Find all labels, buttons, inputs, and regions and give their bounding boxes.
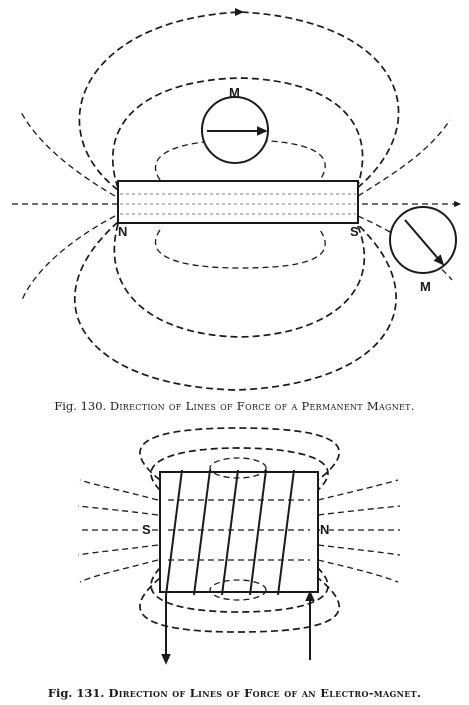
field-line-far-left-bottom bbox=[21, 215, 116, 301]
em-field-top-outer bbox=[139, 427, 341, 481]
figure-caption-130: Fig. 130. Direction of Lines of Force of… bbox=[0, 399, 469, 413]
figure-number: Fig. 130. bbox=[54, 399, 107, 413]
em-field-bottom-outer bbox=[139, 577, 341, 633]
figure-title: Direction of Lines of Force of an Electr… bbox=[108, 686, 422, 700]
compass-top-label: M bbox=[229, 85, 240, 100]
permanent-magnet-figure bbox=[12, 7, 462, 391]
em-field-left-2 bbox=[77, 505, 159, 516]
em-field-top-inner bbox=[209, 457, 267, 479]
em-field-left-5 bbox=[79, 559, 159, 583]
em-field-top-mid bbox=[150, 447, 329, 491]
pole-label-left: N bbox=[118, 224, 128, 239]
em-pole-label-right: N bbox=[320, 522, 330, 537]
em-field-right-4 bbox=[317, 544, 401, 556]
winding-turn bbox=[221, 469, 239, 596]
compass-right-needle bbox=[404, 219, 445, 266]
permanent-magnet-bar bbox=[117, 180, 359, 224]
em-pole-label-left: S bbox=[142, 522, 151, 537]
em-field-bottom-inner bbox=[209, 579, 267, 601]
winding-turn bbox=[193, 469, 211, 596]
compass-right-label: M bbox=[420, 279, 431, 294]
winding-turn bbox=[249, 469, 267, 596]
em-field-left-1 bbox=[79, 479, 159, 501]
winding-turn bbox=[165, 469, 183, 596]
field-line-mid-top bbox=[112, 77, 364, 189]
field-line-mid-bottom bbox=[113, 223, 366, 338]
field-line-inner-top bbox=[154, 139, 326, 181]
figure-title: Direction of Lines of Force of a Permane… bbox=[109, 399, 415, 413]
field-line-far-left-top bbox=[19, 109, 116, 197]
pole-label-right: S bbox=[350, 224, 359, 239]
field-line-far-right-top bbox=[357, 119, 451, 197]
field-line-outer-top bbox=[78, 7, 400, 191]
em-field-right-1 bbox=[317, 479, 399, 501]
em-field-left-4 bbox=[77, 544, 159, 556]
field-line-inner-bottom bbox=[154, 229, 326, 269]
winding-turn bbox=[277, 469, 295, 596]
figure-caption-131: Fig. 131. Direction of Lines of Force of… bbox=[0, 686, 469, 700]
field-line-outer-bottom bbox=[74, 221, 397, 391]
electromagnet-figure bbox=[77, 427, 401, 665]
em-field-bottom-mid bbox=[150, 567, 329, 613]
electromagnet-core bbox=[159, 471, 319, 593]
em-field-right-2 bbox=[317, 505, 401, 516]
figure-number: Fig. 131. bbox=[47, 686, 105, 700]
em-field-right-5 bbox=[317, 559, 399, 583]
